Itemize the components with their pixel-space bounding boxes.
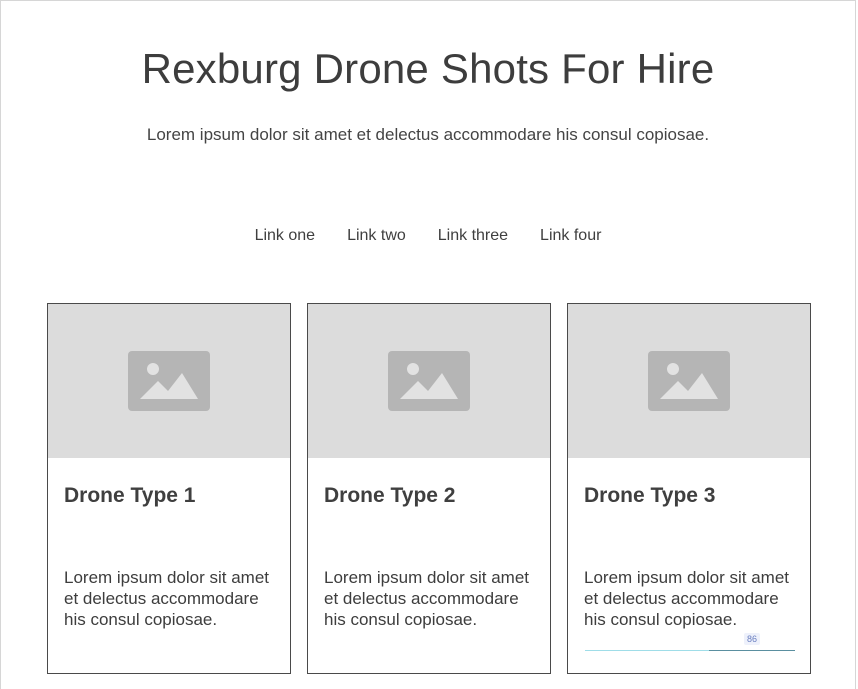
card-image — [48, 304, 290, 458]
nav-link-one[interactable]: Link one — [254, 227, 316, 244]
card-body[interactable]: Lorem ipsum dolor sit amet et delectus a… — [584, 568, 790, 629]
card-image — [308, 304, 550, 458]
text-focus-underline-active — [709, 650, 795, 651]
text-focus-underline — [585, 650, 795, 651]
card-title: Drone Type 1 — [64, 484, 196, 507]
card-drone-type-2: Drone Type 2 Lorem ipsum dolor sit amet … — [307, 303, 551, 674]
nav-link-three[interactable]: Link three — [437, 227, 509, 244]
card-body: Lorem ipsum dolor sit amet et delectus a… — [64, 568, 270, 629]
page-title: Rexburg Drone Shots For Hire — [141, 45, 715, 92]
page-subtitle: Lorem ipsum dolor sit amet et delectus a… — [146, 125, 710, 144]
card-body: Lorem ipsum dolor sit amet et delectus a… — [324, 568, 530, 629]
nav-link-two[interactable]: Link two — [347, 227, 406, 244]
card-drone-type-1: Drone Type 1 Lorem ipsum dolor sit amet … — [47, 303, 291, 674]
card-title: Drone Type 2 — [324, 484, 456, 507]
char-count-badge: 86 — [744, 633, 761, 645]
main-nav: Link one Link two Link three Link four — [1, 227, 855, 245]
card-drone-type-3: Drone Type 3 Lorem ipsum dolor sit amet … — [567, 303, 811, 674]
image-placeholder-icon — [648, 351, 730, 411]
card-title: Drone Type 3 — [584, 484, 716, 507]
nav-link-four[interactable]: Link four — [540, 227, 602, 244]
card-image — [568, 304, 810, 458]
image-placeholder-icon — [388, 351, 470, 411]
image-placeholder-icon — [128, 351, 210, 411]
